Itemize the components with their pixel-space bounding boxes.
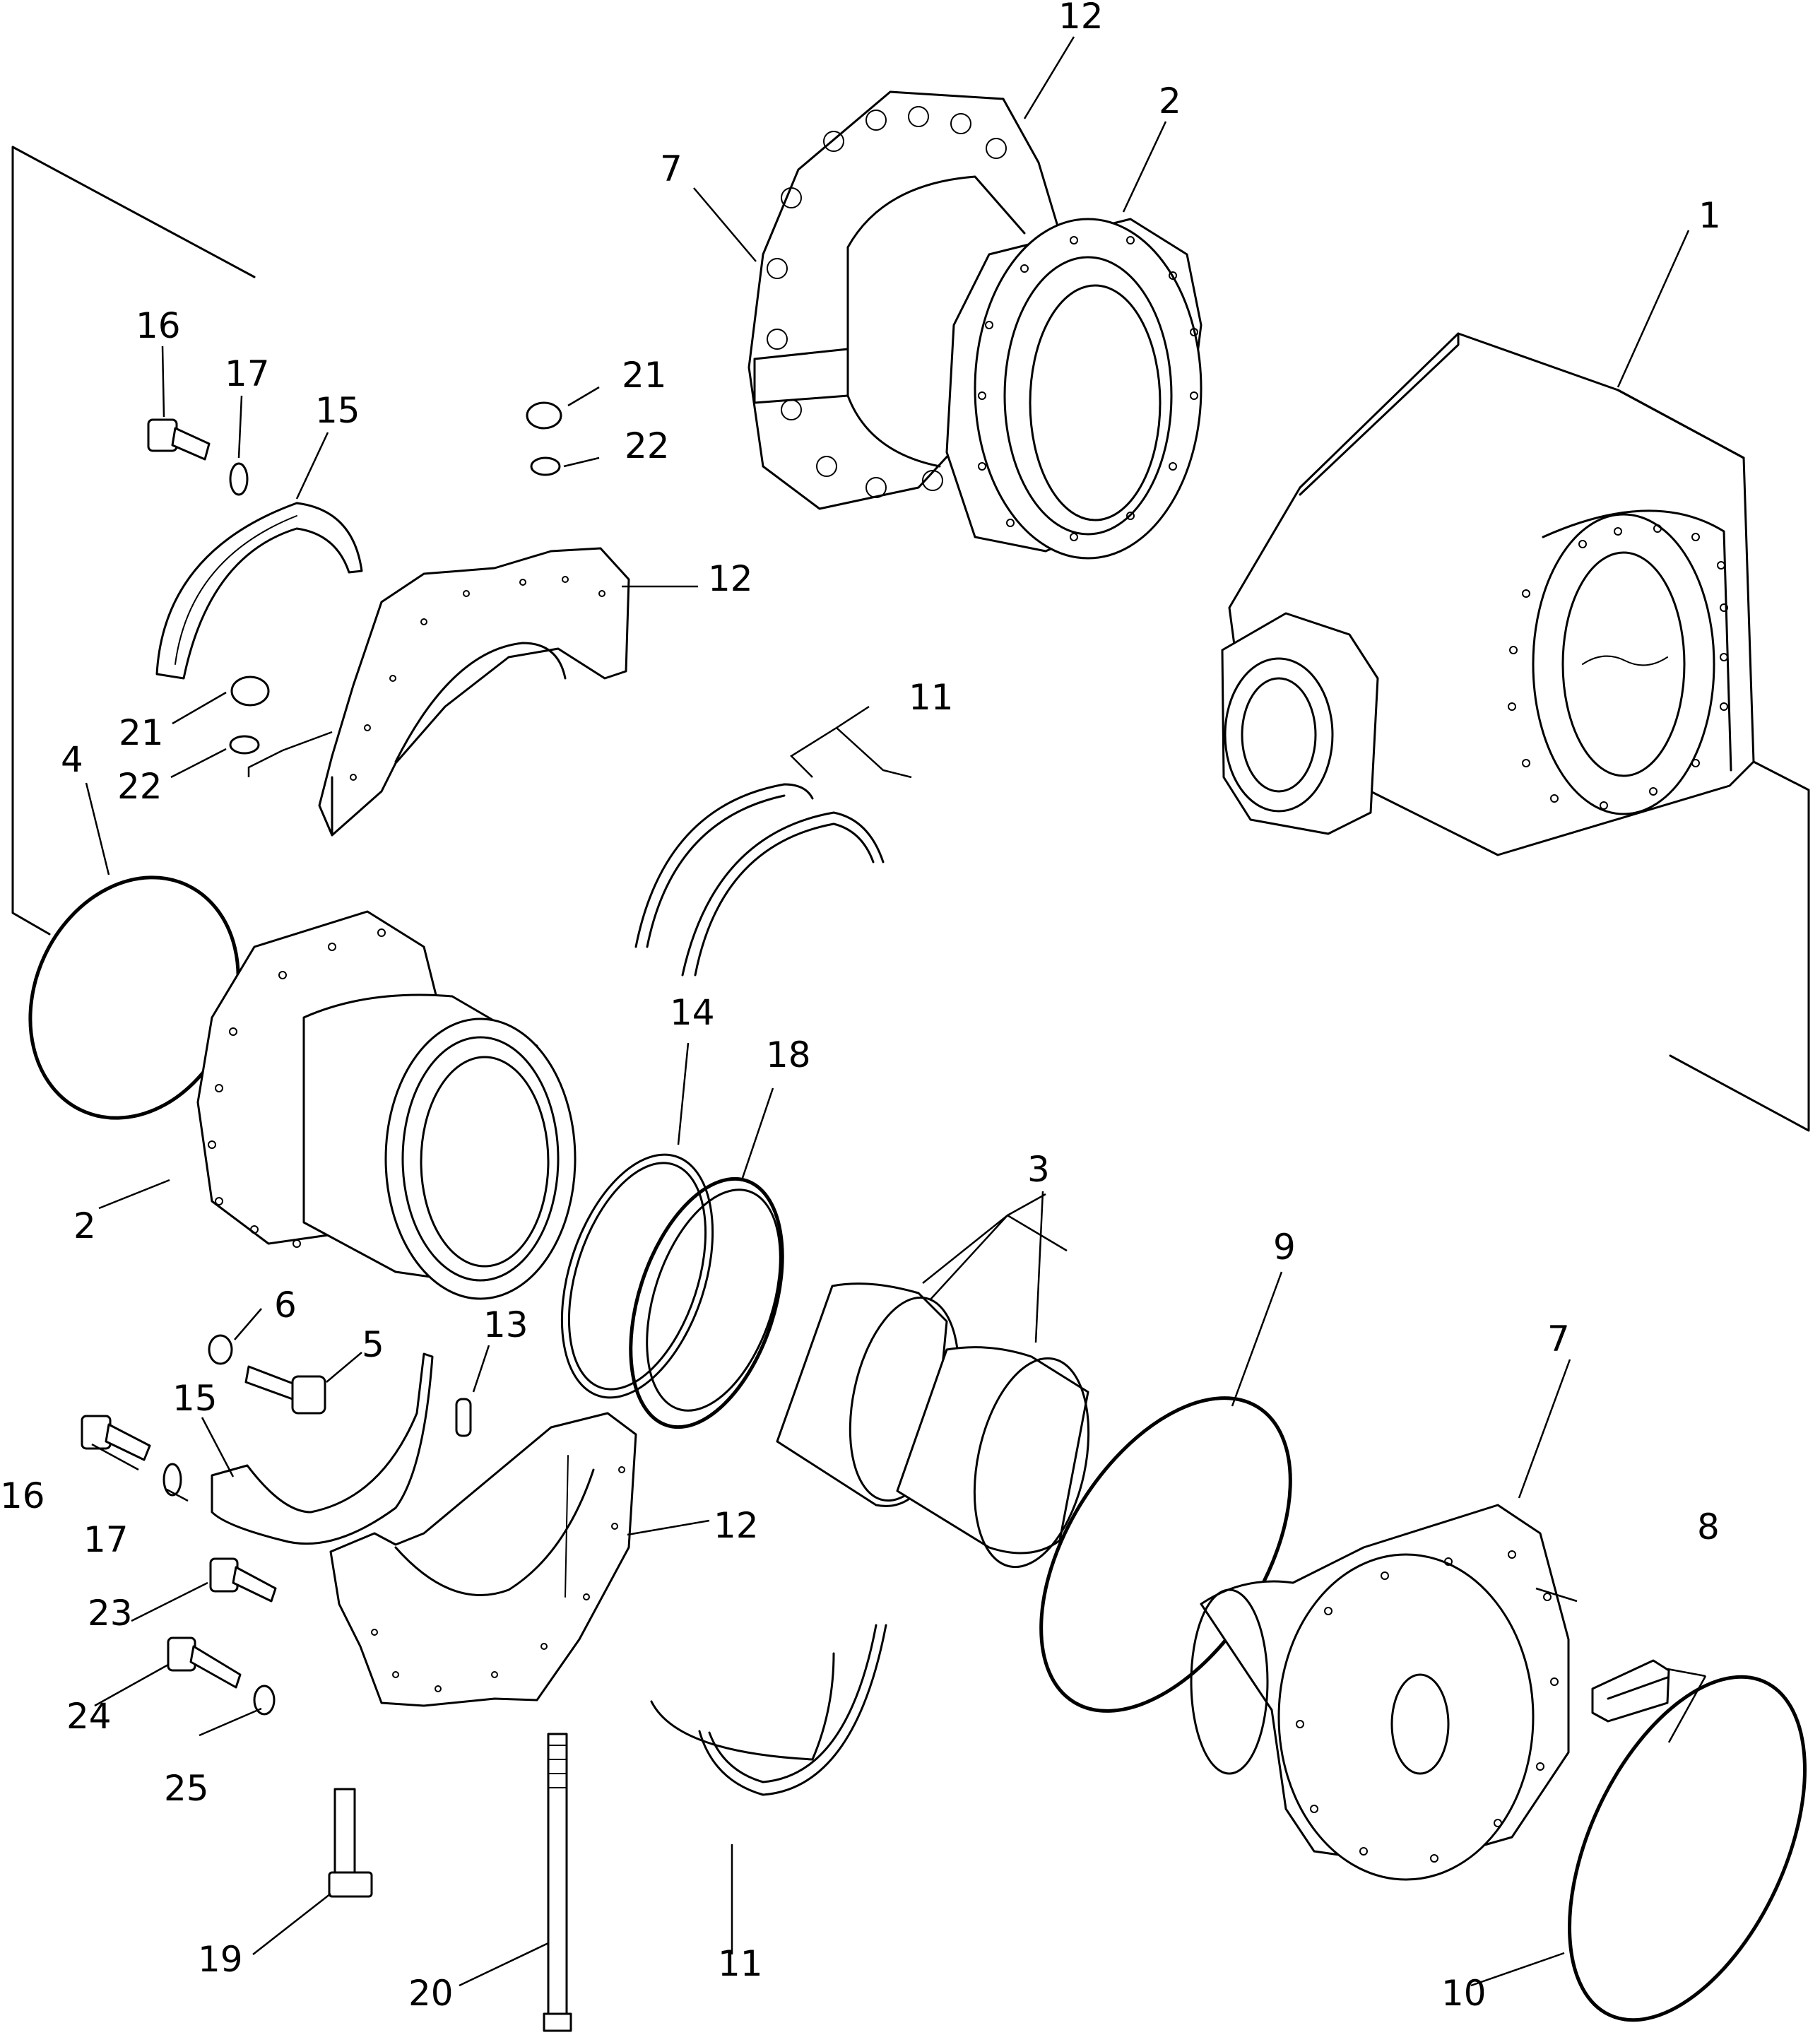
lower-half-ring-part-15 <box>211 1352 434 1545</box>
nut-part-21-mid <box>230 676 270 707</box>
washer-part-25 <box>253 1685 276 1716</box>
o-ring-part-10 <box>1568 1675 1807 2022</box>
callout-10: 10 <box>1441 1973 1487 2014</box>
cover-part-8 <box>1591 1659 1670 1723</box>
shims-part-11-top <box>634 783 885 977</box>
callout-4: 4 <box>61 739 83 780</box>
callout-24: 24 <box>66 1696 112 1737</box>
upper-half-ring-part-15 <box>155 502 363 680</box>
stud-part-20 <box>543 1733 572 2032</box>
carrier-part-2-left <box>196 910 577 1300</box>
callout-15-bot: 15 <box>172 1378 218 1419</box>
callout-9: 9 <box>1273 1227 1296 1268</box>
bolt-part-23 <box>209 1557 277 1603</box>
callout-19: 19 <box>198 1939 243 1980</box>
nut-part-21-top <box>526 401 562 430</box>
callout-6: 6 <box>274 1285 297 1326</box>
washer-part-22-top <box>530 456 561 476</box>
ring-part-18 <box>629 1176 784 1429</box>
callout-12-top: 12 <box>1058 0 1104 37</box>
lower-cap-part-12 <box>329 1412 637 1707</box>
washer-part-6 <box>208 1334 233 1365</box>
callout-2-top: 2 <box>1159 81 1181 122</box>
callout-21-a: 21 <box>622 355 667 396</box>
callout-18: 18 <box>766 1034 811 1075</box>
callout-15-top: 15 <box>315 390 360 431</box>
cage-part-7-bottom <box>1190 1504 1570 1881</box>
bolt-part-5 <box>244 1365 326 1415</box>
callout-23: 23 <box>88 1593 133 1634</box>
callout-25: 25 <box>164 1768 209 1809</box>
callout-20: 20 <box>408 1973 454 2014</box>
bolt-part-24 <box>167 1636 242 1689</box>
callout-3: 3 <box>1027 1149 1050 1190</box>
bolt-part-19 <box>328 1788 373 1898</box>
callout-22-a: 22 <box>625 425 670 466</box>
callout-17-bot: 17 <box>83 1519 129 1560</box>
callout-17-top: 17 <box>225 353 270 394</box>
callout-1: 1 <box>1698 195 1721 236</box>
callout-2-left: 2 <box>73 1205 96 1246</box>
pin-part-13 <box>455 1398 472 1437</box>
washer-part-17-bottom <box>162 1463 182 1497</box>
callout-22-b: 22 <box>117 766 162 807</box>
housing-part-1 <box>1221 332 1755 856</box>
callout-11-bot: 11 <box>718 1943 763 1984</box>
callout-11-top: 11 <box>909 677 954 718</box>
bolt-part-16-top <box>147 418 211 461</box>
ring-part-14 <box>560 1153 714 1399</box>
shims-part-11-bottom <box>650 1624 887 1796</box>
callout-7-top: 7 <box>660 148 682 189</box>
leader-lines <box>85 36 1707 1987</box>
washer-part-17-top <box>229 462 249 496</box>
washer-part-22-mid <box>229 735 260 755</box>
callout-7-bot: 7 <box>1547 1319 1570 1359</box>
callout-5: 5 <box>362 1324 384 1365</box>
sleeves-part-3 <box>776 1282 1090 1569</box>
callout-12-bot: 12 <box>714 1505 759 1546</box>
callout-14: 14 <box>670 992 715 1033</box>
callout-12-mid: 12 <box>708 558 753 599</box>
callout-labels: 12 2 7 1 16 17 15 21 22 12 21 22 11 4 14… <box>0 0 1721 2014</box>
callout-13: 13 <box>483 1304 528 1345</box>
frame-lines <box>11 146 1810 1132</box>
upper-cap-part-12 <box>318 547 630 837</box>
callout-16-bot: 16 <box>0 1475 45 1516</box>
callout-8: 8 <box>1697 1506 1720 1547</box>
top-assembly-part-2 <box>945 218 1202 560</box>
bolt-part-16-bottom <box>81 1415 151 1461</box>
callout-21-b: 21 <box>119 712 164 753</box>
callout-16-top: 16 <box>136 305 181 346</box>
